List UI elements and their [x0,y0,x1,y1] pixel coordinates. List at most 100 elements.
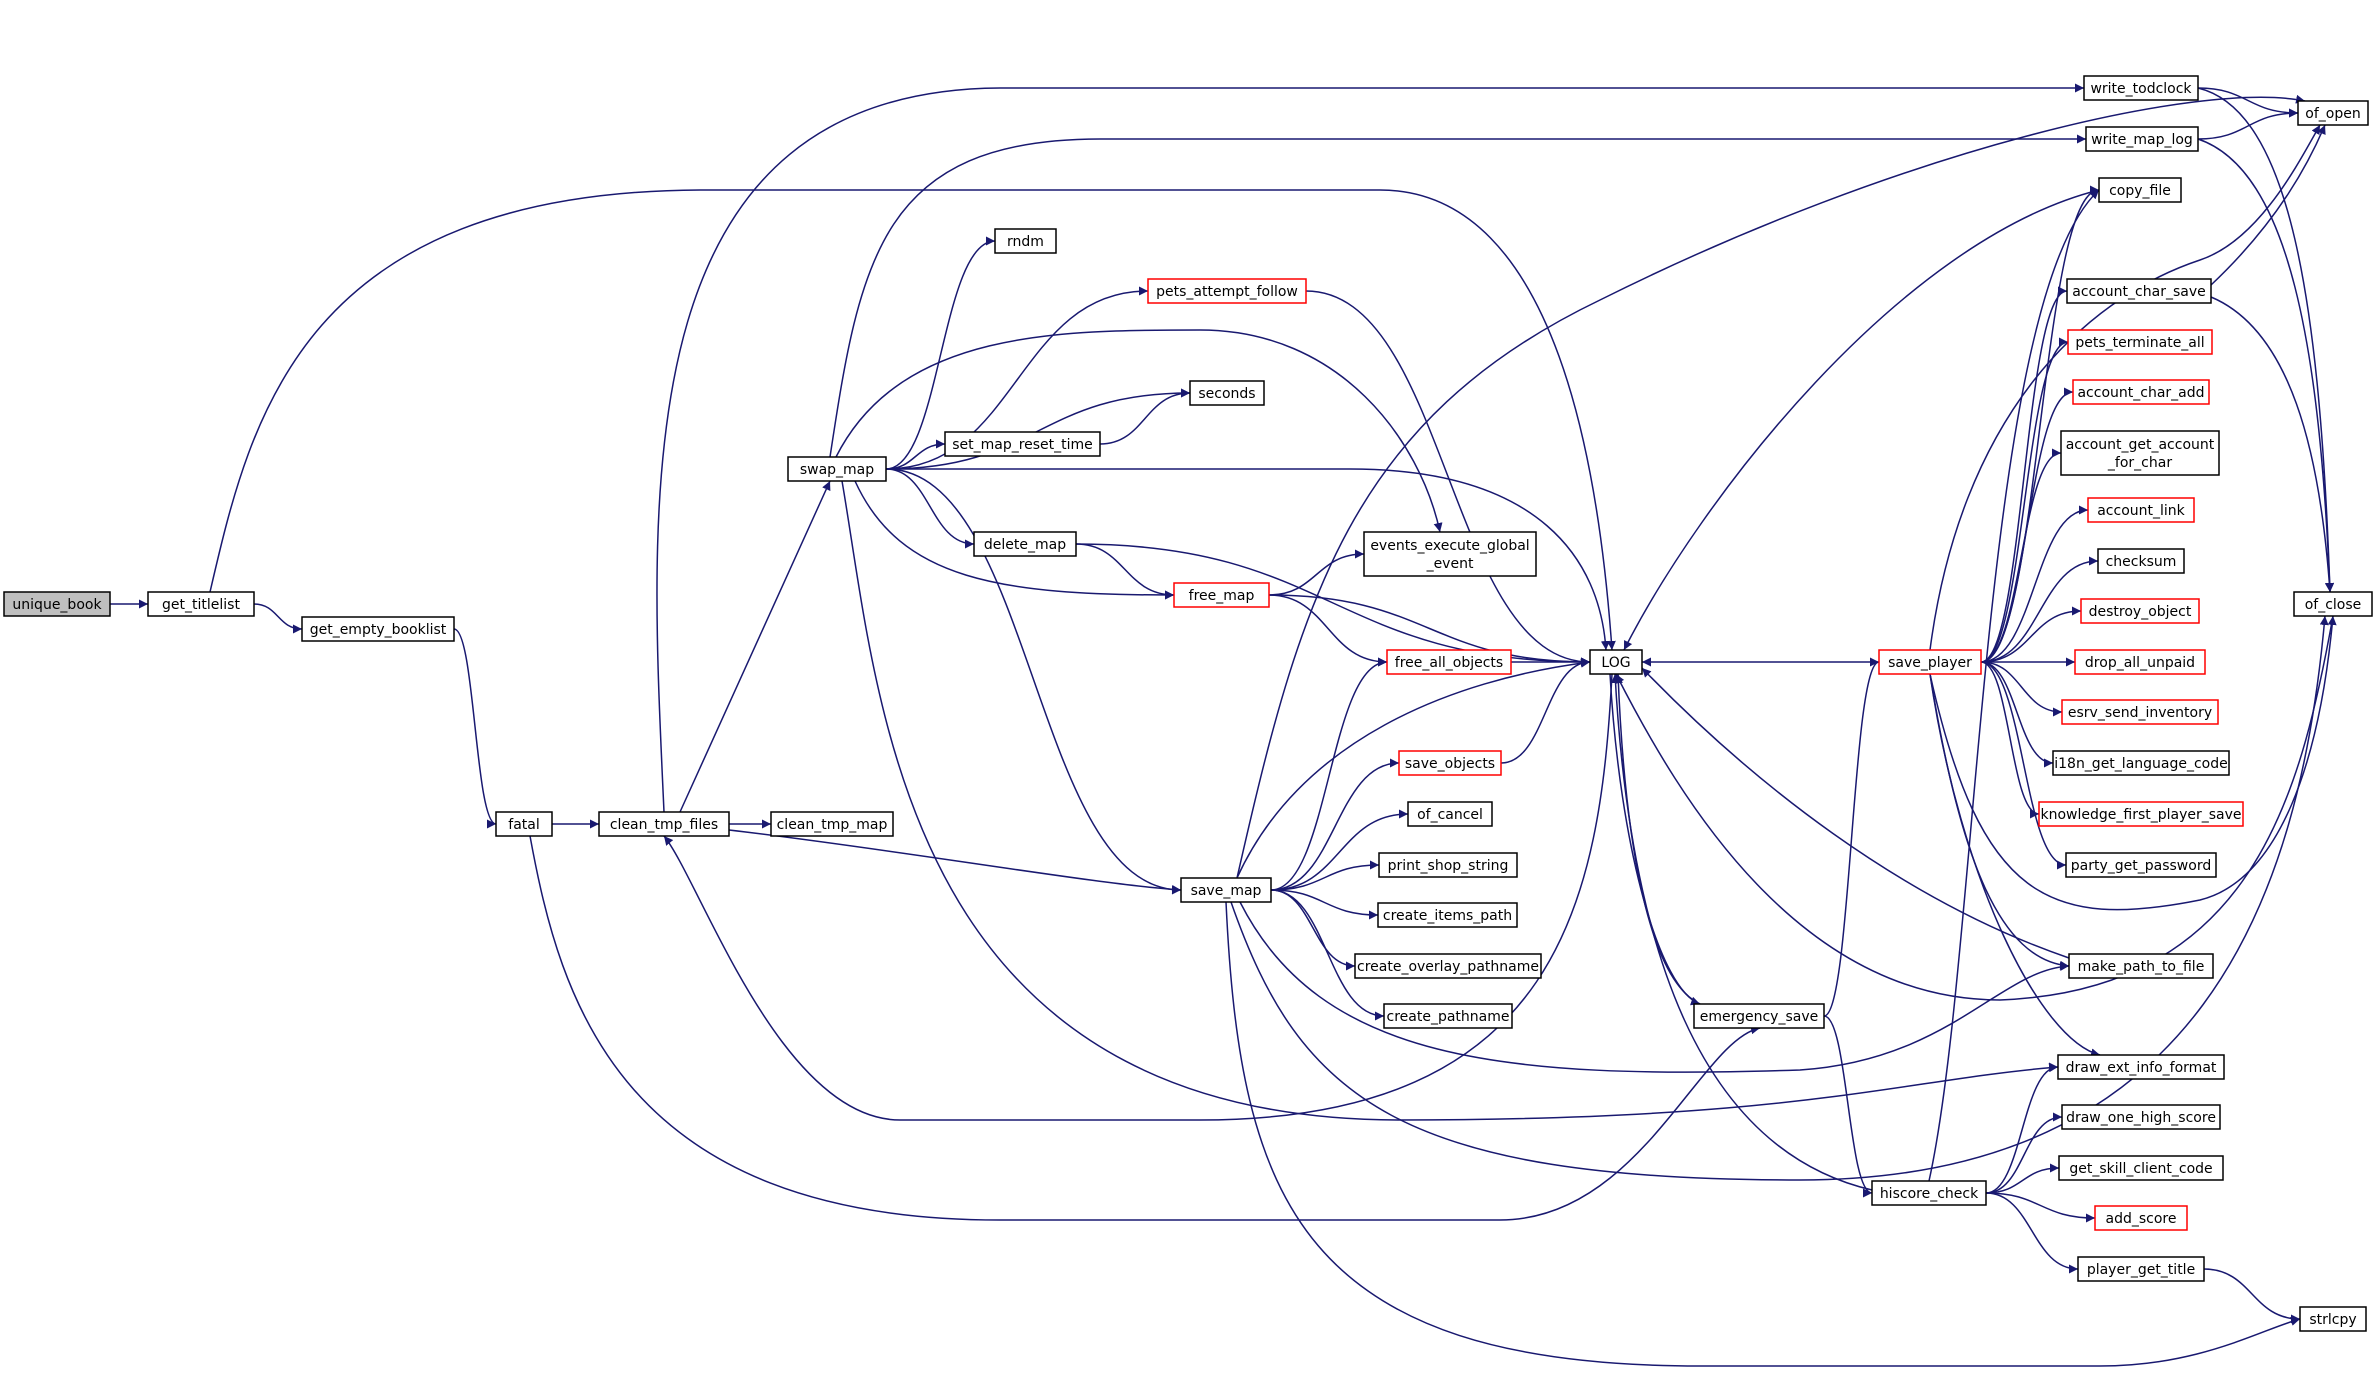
edge-line [1985,1112,2063,1194]
node-delete_map[interactable]: delete_map [973,531,1077,557]
edge-save_map-to-of_cancel [1270,809,1409,891]
edge-make_path_to_file-to-LOG [1641,667,2070,959]
node-esrv_send_inventory[interactable]: esrv_send_inventory [2061,699,2219,725]
edge-line [1075,543,1175,600]
node-create_overlay_pathname[interactable]: create_overlay_pathname [1354,953,1542,979]
edge-save_objects-to-LOG [1500,657,1591,764]
node-party_get_password[interactable]: party_get_password [2065,852,2217,878]
edge-clean_tmp_files-to-swap_map [679,480,831,813]
node-label: seconds [1198,386,1255,402]
node-save_map[interactable]: save_map [1180,877,1272,903]
node-emergency_save[interactable]: emergency_save [1693,1003,1825,1029]
node-drop_all_unpaid[interactable]: drop_all_unpaid [2074,649,2206,675]
node-label: free_map [1189,588,1255,604]
node-box [1180,877,1272,903]
edge-save_player-to-copy_file [1980,185,2100,663]
node-box [2098,177,2182,203]
edge-line [2197,87,2299,118]
edge-line [1270,809,1409,891]
edge-save_player-to-account_char_save [1980,286,2068,663]
node-copy_file[interactable]: copy_file [2098,177,2182,203]
node-create_items_path[interactable]: create_items_path [1377,902,1518,928]
node-box [147,591,255,617]
node-save_player[interactable]: save_player [1878,649,1982,675]
node-hiscore_check[interactable]: hiscore_check [1871,1180,1987,1206]
edge-save_map-to-create_items_path [1270,889,1379,920]
node-add_score[interactable]: add_score [2094,1205,2188,1231]
node-rndm[interactable]: rndm [994,228,1057,254]
node-save_objects[interactable]: save_objects [1398,750,1502,776]
edge-line [2197,138,2335,593]
node-box [2085,126,2199,152]
node-player_get_title[interactable]: player_get_title [2077,1256,2205,1282]
node-free_all_objects[interactable]: free_all_objects [1386,649,1512,675]
node-of_cancel[interactable]: of_cancel [1407,801,1493,827]
node-clean_tmp_map[interactable]: clean_tmp_map [770,811,894,837]
node-label: pets_terminate_all [2075,335,2204,351]
edge-line [1985,1192,2096,1223]
node-fatal[interactable]: fatal [495,811,553,837]
edge-write_map_log-to-of_close [2197,138,2335,593]
node-get_titlelist[interactable]: get_titlelist [147,591,255,617]
node-of_close[interactable]: of_close [2293,591,2373,617]
edge-line [1980,505,2089,663]
node-knowledge_first_player_save[interactable]: knowledge_first_player_save [2038,801,2244,827]
edge-line [854,480,1175,600]
node-box [2038,801,2244,827]
node-draw_one_high_score[interactable]: draw_one_high_score [2061,1104,2221,1130]
node-get_skill_client_code[interactable]: get_skill_client_code [2058,1155,2224,1181]
node-draw_ext_info_format[interactable]: draw_ext_info_format [2057,1054,2225,1080]
node-box [2061,1104,2221,1130]
node-swap_map[interactable]: swap_map [787,456,887,482]
edge-clean_tmp_files-to-save_map [728,829,1182,894]
node-account_char_add[interactable]: account_char_add [2072,379,2210,405]
node-account_link[interactable]: account_link [2087,497,2195,523]
node-i18n_get_language_code[interactable]: i18n_get_language_code [2052,750,2230,776]
node-clean_tmp_files[interactable]: clean_tmp_files [598,811,730,837]
node-destroy_object[interactable]: destroy_object [2080,598,2200,624]
node-label: get_skill_client_code [2069,1161,2212,1177]
edge-line [1980,661,2063,717]
edge-emergency_save-to-hiscore_check [1823,1015,1873,1198]
node-account_get_account_for_char[interactable]: account_get_account_for_char [2060,430,2220,476]
edge-line [728,829,1182,894]
node-make_path_to_file[interactable]: make_path_to_file [2068,953,2214,979]
node-write_todclock[interactable]: write_todclock [2083,75,2199,101]
edge-hiscore_check-to-add_score [1985,1192,2096,1223]
edge-pets_attempt_follow-to-LOG [1305,290,1591,667]
edge-hiscore_check-to-get_skill_client_code [1985,1163,2060,1194]
node-label: _event [1426,556,1474,572]
edge-line [1609,673,1701,1006]
node-seconds[interactable]: seconds [1189,380,1265,406]
edge-line [1268,594,1388,667]
node-pets_terminate_all[interactable]: pets_terminate_all [2067,329,2213,355]
edge-save_player-to-of_close [1929,615,2337,911]
node-events_execute_global_event[interactable]: events_execute_global_event [1363,531,1537,577]
node-print_shop_string[interactable]: print_shop_string [1378,852,1518,878]
node-of_open[interactable]: of_open [2297,100,2369,126]
node-strlcpy[interactable]: strlcpy [2299,1306,2367,1332]
node-checksum[interactable]: checksum [2097,548,2185,574]
node-unique_book[interactable]: unique_book [3,591,111,617]
edge-save_player-to-account_link [1980,505,2089,663]
edge-line [2197,108,2299,140]
edge-line [885,286,1149,470]
node-box [1589,649,1643,675]
node-pets_attempt_follow[interactable]: pets_attempt_follow [1147,278,1307,304]
node-label: strlcpy [2309,1312,2356,1328]
edge-set_map_reset_time-to-seconds [1099,388,1191,445]
node-create_pathname[interactable]: create_pathname [1383,1003,1513,1029]
edge-line [841,480,2059,1121]
node-label: esrv_send_inventory [2068,705,2212,721]
node-get_empty_booklist[interactable]: get_empty_booklist [301,616,455,642]
node-LOG[interactable]: LOG [1589,649,1643,675]
node-label: of_cancel [1417,807,1483,823]
node-account_char_save[interactable]: account_char_save [2066,278,2212,304]
edge-line [1980,286,2068,663]
node-write_map_log[interactable]: write_map_log [2085,126,2199,152]
node-box [2068,953,2214,979]
node-set_map_reset_time[interactable]: set_map_reset_time [944,431,1101,457]
edge-hiscore_check-to-draw_ext_info_format [1985,1062,2059,1194]
node-free_map[interactable]: free_map [1173,582,1270,608]
node-label: i18n_get_language_code [2054,756,2228,772]
